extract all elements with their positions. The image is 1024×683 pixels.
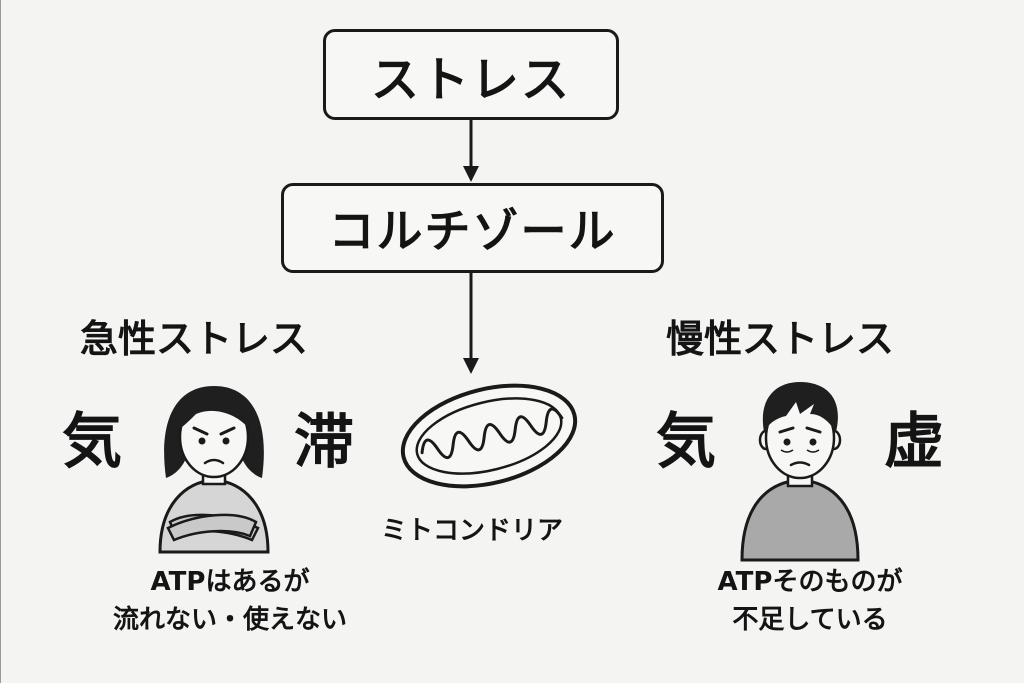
chronic-kanji-ki: 気	[656, 407, 716, 477]
mitochondria-label: ミトコンドリア	[381, 516, 564, 546]
cortisol-box-label: コルチゾール	[328, 204, 617, 258]
left-edge-line	[0, 0, 1, 683]
acute-kanji-tai: 滞	[294, 407, 354, 477]
acute-stress-title: 急性ストレス	[80, 317, 309, 361]
stress-box-label: ストレス	[370, 51, 571, 108]
acute-kanji-ki: 気	[62, 407, 122, 477]
cortisol-box: コルチゾール	[281, 183, 664, 273]
acute-caption-line1: ATPはあるが	[150, 567, 310, 597]
chronic-caption: ATPそのものが 不足している	[690, 563, 930, 639]
chronic-caption-line2: 不足している	[732, 605, 888, 635]
acute-caption-line2: 流れない・使えない	[112, 605, 347, 635]
acute-caption: ATPはあるが 流れない・使えない	[80, 563, 380, 639]
chronic-caption-line1: ATPそのものが	[717, 567, 903, 597]
arrowhead-1	[463, 166, 479, 182]
stress-box: ストレス	[323, 29, 619, 120]
chronic-stress-title: 慢性ストレス	[666, 317, 895, 361]
chronic-kanji-kyo: 虚	[884, 407, 944, 477]
arrowhead-2	[463, 358, 479, 374]
